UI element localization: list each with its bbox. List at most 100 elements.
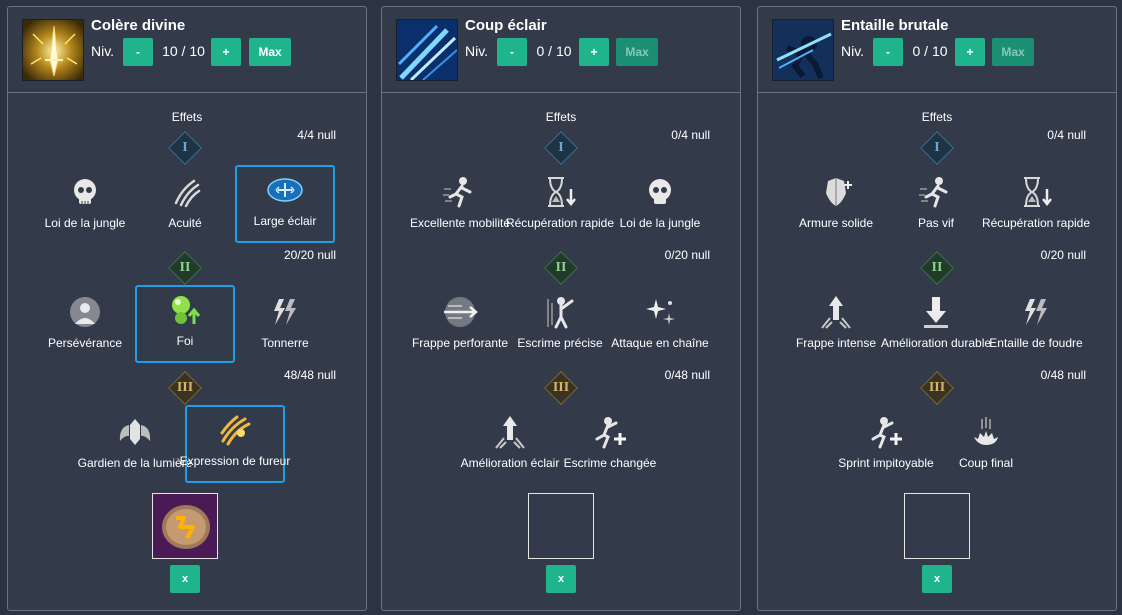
tier-1-marker: I xyxy=(919,130,955,166)
remove-rune-button[interactable]: x xyxy=(546,565,576,593)
trait-label: Amélioration éclair xyxy=(460,456,560,470)
trait-label: Expression de fureur xyxy=(179,454,291,468)
remove-rune-button[interactable]: x xyxy=(922,565,952,593)
tier-3-marker: III xyxy=(167,370,203,406)
panel-header: Colère divine Niv. - 10 / 10 + Max xyxy=(8,7,366,93)
trait-coup-final[interactable]: Coup final xyxy=(936,407,1036,485)
golden-sword-icon xyxy=(22,19,84,81)
trait-escrime-changee[interactable]: Escrime changée xyxy=(560,407,660,485)
skull-icon xyxy=(641,173,679,211)
hourglass-down-icon xyxy=(541,173,579,211)
trait-large-eclair[interactable]: Large éclair xyxy=(235,165,335,243)
rune-slot[interactable] xyxy=(152,493,218,559)
skill-title: Colère divine xyxy=(91,17,186,34)
trait-label: Sprint impitoyable xyxy=(838,456,934,470)
claw-marks-icon xyxy=(166,173,204,211)
trait-pas-vif[interactable]: Pas vif xyxy=(886,167,986,245)
trait-label: Coup final xyxy=(958,456,1014,470)
level-increase-button[interactable]: + xyxy=(579,38,609,66)
trait-label: Entaille de foudre xyxy=(989,336,1083,350)
trait-attaque-en-chaine[interactable]: Attaque en chaîne xyxy=(610,287,710,365)
skill-title: Coup éclair xyxy=(465,17,547,34)
tier-2-count: 0/20 null xyxy=(664,248,710,262)
panel-header: Coup éclair Niv. - 0 / 10 + Max xyxy=(382,7,740,93)
skill-panel-2: Coup éclair Niv. - 0 / 10 + Max Effets I… xyxy=(381,6,741,611)
thunder-icon xyxy=(1017,293,1055,331)
sprint-icon xyxy=(441,173,479,211)
tier-2-marker: II xyxy=(543,250,579,286)
trait-expression-de-fureur[interactable]: Expression de fureur xyxy=(180,405,290,483)
trait-frappe-intense[interactable]: Frappe intense xyxy=(786,287,886,365)
trait-loi-de-la-jungle[interactable]: Loi de la jungle xyxy=(35,167,135,245)
trait-perseverance[interactable]: Persévérance xyxy=(35,287,135,365)
trait-escrime-precise[interactable]: Escrime précise xyxy=(510,287,610,365)
trait-label: Pas vif xyxy=(917,216,954,230)
trait-foi[interactable]: Foi xyxy=(135,285,235,363)
fury-claws-icon xyxy=(216,411,254,449)
trait-label: Escrime précise xyxy=(517,336,603,350)
trait-recuperation-rapide[interactable]: Récupération rapide xyxy=(982,167,1090,245)
trait-label: Escrime changée xyxy=(563,456,657,470)
trait-loi-de-la-jungle[interactable]: Loi de la jungle xyxy=(610,167,710,245)
skill-panel-3: Entaille brutale Niv. - 0 / 10 + Max Eff… xyxy=(757,6,1117,611)
pierce-icon xyxy=(441,293,479,331)
level-max-button[interactable]: Max xyxy=(616,38,658,66)
trait-label: Amélioration durable xyxy=(880,336,992,350)
rune-slot[interactable] xyxy=(904,493,970,559)
level-value: 0 / 10 xyxy=(912,43,948,59)
chain-spark-icon xyxy=(641,293,679,331)
winged-guardian-icon xyxy=(116,413,154,451)
trait-tonnerre[interactable]: Tonnerre xyxy=(235,287,335,365)
level-decrease-button[interactable]: - xyxy=(497,38,527,66)
skull-icon xyxy=(66,173,104,211)
trait-excellente-mobilite[interactable]: Excellente mobilité xyxy=(410,167,510,245)
green-orbs-icon xyxy=(166,291,204,329)
skill-title: Entaille brutale xyxy=(841,17,949,34)
level-value: 0 / 10 xyxy=(536,43,572,59)
level-decrease-button[interactable]: - xyxy=(873,38,903,66)
trait-recuperation-rapide[interactable]: Récupération rapide xyxy=(506,167,614,245)
rune-stone-icon xyxy=(153,494,217,558)
rune-slot[interactable] xyxy=(528,493,594,559)
blue-slash-icon xyxy=(772,19,834,81)
level-label: Niv. xyxy=(465,43,489,59)
tier-2-count: 0/20 null xyxy=(1040,248,1086,262)
level-decrease-button[interactable]: - xyxy=(123,38,153,66)
thunder-icon xyxy=(266,293,304,331)
trait-label: Armure solide xyxy=(798,216,874,230)
trait-sprint-impitoyable[interactable]: Sprint impitoyable xyxy=(836,407,936,485)
level-label: Niv. xyxy=(841,43,865,59)
tier-3-marker: III xyxy=(919,370,955,406)
precise-fencing-icon xyxy=(541,293,579,331)
tier-1-count: 0/4 null xyxy=(1047,128,1086,142)
remove-rune-button[interactable]: x xyxy=(170,565,200,593)
trait-frappe-perforante[interactable]: Frappe perforante xyxy=(410,287,510,365)
trait-label: Récupération rapide xyxy=(505,216,615,230)
trait-label: Gardien de la lumière xyxy=(77,456,193,470)
trait-label: Attaque en chaîne xyxy=(611,336,709,350)
arrow-burst-icon xyxy=(817,293,855,331)
tier-2-count: 20/20 null xyxy=(283,248,336,262)
tier-3-count: 48/48 null xyxy=(283,368,336,382)
trait-amelioration-durable[interactable]: Amélioration durable xyxy=(881,287,991,365)
trait-armure-solide[interactable]: Armure solide xyxy=(786,167,886,245)
trait-entaille-de-foudre[interactable]: Entaille de foudre xyxy=(986,287,1086,365)
tier-1-marker: I xyxy=(167,130,203,166)
level-value: 10 / 10 xyxy=(162,43,205,59)
level-max-button[interactable]: Max xyxy=(992,38,1034,66)
trait-label: Frappe perforante xyxy=(411,336,509,350)
effects-title: Effets xyxy=(545,110,577,124)
tier-1-count: 0/4 null xyxy=(671,128,710,142)
trait-amelioration-eclair[interactable]: Amélioration éclair xyxy=(460,407,560,485)
trait-gardien-de-la-lumiere[interactable]: Gardien de la lumière xyxy=(78,407,192,485)
trait-acuite[interactable]: Acuité xyxy=(135,167,235,245)
hourglass-down-icon xyxy=(1017,173,1055,211)
trait-label: Foi xyxy=(176,334,194,348)
level-max-button[interactable]: Max xyxy=(249,38,291,66)
trait-label: Acuité xyxy=(168,216,202,230)
level-increase-button[interactable]: + xyxy=(955,38,985,66)
level-label: Niv. xyxy=(91,43,115,59)
level-increase-button[interactable]: + xyxy=(211,38,241,66)
skill-panel-1: Colère divine Niv. - 10 / 10 + Max Effet… xyxy=(7,6,367,611)
armor-icon xyxy=(817,173,855,211)
